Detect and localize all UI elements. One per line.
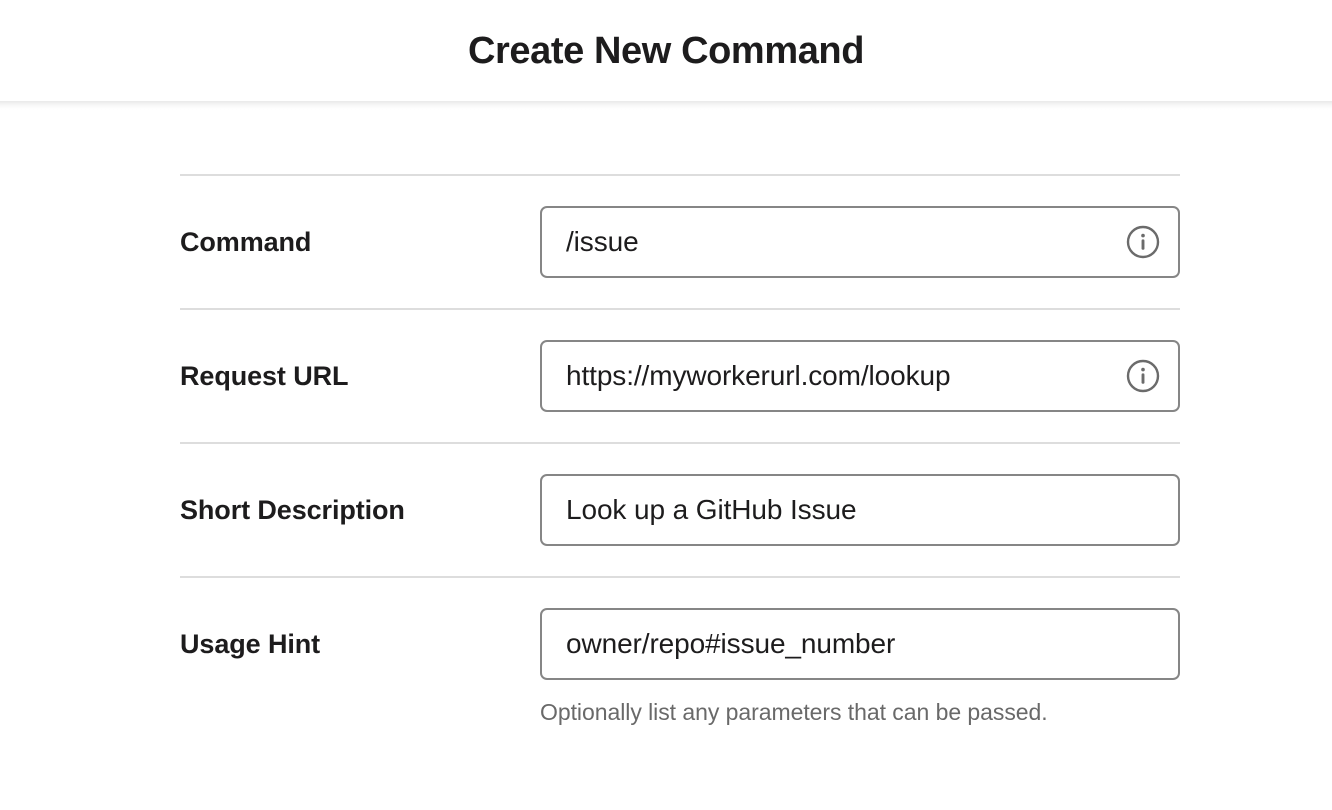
info-circle-icon[interactable] (1126, 359, 1160, 393)
info-circle-icon[interactable] (1126, 225, 1160, 259)
form-row-short-description: Short Description Look up a GitHub Issue (180, 442, 1180, 576)
modal-header: Create New Command (0, 0, 1332, 101)
field-control-usage-hint: owner/repo#issue_number Optionally list … (540, 608, 1180, 728)
field-control-command: /issue (540, 206, 1180, 278)
form-row-command: Command /issue (180, 174, 1180, 308)
field-label-usage-hint: Usage Hint (180, 629, 321, 659)
short-description-input[interactable]: Look up a GitHub Issue (540, 474, 1180, 546)
header-divider-shadow (0, 101, 1332, 110)
usage-hint-input-value[interactable]: owner/repo#issue_number (566, 628, 896, 660)
command-form: Command /issue Request URL https://mywor… (0, 110, 1332, 728)
request-url-input-value[interactable]: https://myworkerurl.com/lookup (566, 360, 951, 392)
field-label-command: Command (180, 227, 312, 257)
command-input[interactable]: /issue (540, 206, 1180, 278)
command-input-value[interactable]: /issue (566, 226, 639, 258)
field-label-request-url: Request URL (180, 361, 349, 391)
page-title: Create New Command (467, 29, 865, 72)
field-control-request-url: https://myworkerurl.com/lookup (540, 340, 1180, 412)
usage-hint-input[interactable]: owner/repo#issue_number (540, 608, 1180, 680)
form-row-usage-hint: Usage Hint owner/repo#issue_number Optio… (180, 576, 1180, 728)
usage-hint-helper-text: Optionally list any parameters that can … (540, 699, 1048, 725)
short-description-input-value[interactable]: Look up a GitHub Issue (566, 494, 857, 526)
form-rows-container: Command /issue Request URL https://mywor… (180, 174, 1180, 728)
form-row-request-url: Request URL https://myworkerurl.com/look… (180, 308, 1180, 442)
field-label-short-description: Short Description (180, 495, 405, 525)
field-control-short-description: Look up a GitHub Issue (540, 474, 1180, 546)
request-url-input[interactable]: https://myworkerurl.com/lookup (540, 340, 1180, 412)
